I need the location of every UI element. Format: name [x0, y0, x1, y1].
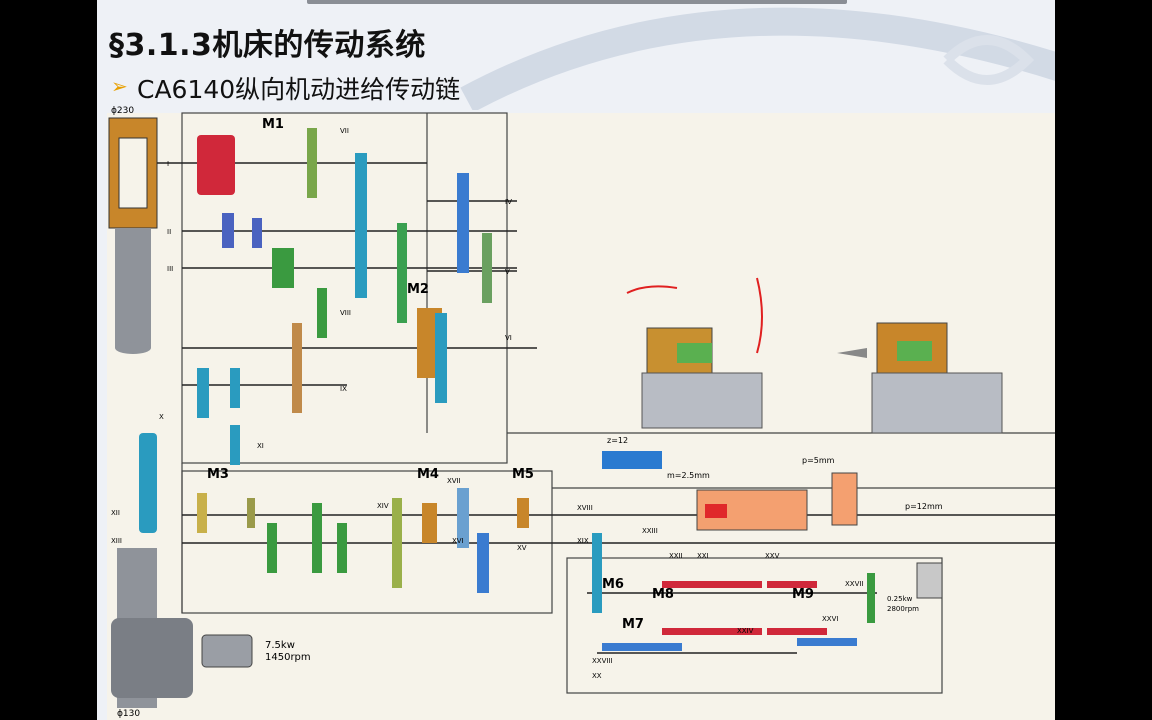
clutch-label: M6 — [602, 577, 624, 592]
clutch-label: M9 — [792, 587, 814, 602]
main-motor — [201, 634, 253, 668]
shaft-label: XXIII — [642, 527, 658, 535]
clutch-label: M4 — [417, 467, 439, 482]
shaft-label: XXVIII — [592, 657, 613, 665]
shaft-label: XXI — [697, 552, 709, 560]
shaft-label: X — [159, 413, 164, 421]
lower-pulley — [111, 548, 193, 708]
label-phi130: ϕ130 — [117, 709, 140, 719]
shaft-label: XXVII — [845, 580, 864, 588]
slide-top-bar — [307, 0, 847, 4]
label-pitch5: p=5mm — [802, 456, 835, 465]
carriage-sketch — [641, 322, 1003, 434]
label-phi230: ϕ230 — [111, 106, 134, 116]
label-motor-power: 7.5kw — [265, 640, 295, 651]
shaft-label: XXV — [765, 552, 780, 560]
page-title: §3.1.3机床的传动系统 — [109, 28, 426, 63]
watermark-logo — [460, 7, 1055, 110]
shaft-label: XXIV — [737, 627, 754, 635]
shaft-label: VI — [505, 334, 512, 342]
shaft-label: XIX — [577, 537, 589, 545]
clutch-label: M7 — [622, 617, 644, 632]
shaft-label: XIII — [111, 537, 122, 545]
leadscrew-nut — [831, 472, 858, 526]
label-rack: z=12 — [607, 436, 628, 445]
shaft-label: IX — [340, 385, 347, 393]
red-cross-mark — [705, 504, 727, 518]
shaft-label: XVI — [452, 537, 464, 545]
shaft-label: XVII — [447, 477, 461, 485]
label-pitch12: p=12mm — [905, 502, 943, 511]
shaft-label: VIII — [340, 309, 351, 317]
main-pulley — [108, 117, 158, 354]
gears — [139, 128, 875, 651]
shaft-label: VII — [340, 127, 349, 135]
shaft-label: XXII — [669, 552, 683, 560]
label-fast-speed: 2800rpm — [887, 605, 919, 613]
shaft-label: XXVI — [822, 615, 838, 623]
shaft-label: XVIII — [577, 504, 593, 512]
shaft-label: II — [167, 228, 171, 236]
clutch-label: M2 — [407, 282, 429, 297]
shaft-label: XV — [517, 544, 527, 552]
page-subtitle: CA6140纵向机动进给传动链 — [137, 75, 461, 104]
shaft-label: I — [167, 160, 169, 168]
shaft-label: V — [505, 268, 510, 276]
shaft-label: XI — [257, 442, 264, 450]
motion-arrows — [626, 277, 763, 354]
shaft-label: XIV — [377, 502, 389, 510]
label-motor-speed: 1450rpm — [265, 652, 311, 663]
clutch-label: M1 — [262, 117, 284, 132]
slide: §3.1.3机床的传动系统 ➢ CA6140纵向机动进给传动链 ϕ230 ϕ13… — [97, 0, 1055, 720]
clutch-label: M8 — [652, 587, 674, 602]
shaft-label: IV — [505, 198, 512, 206]
fast-motor — [916, 562, 943, 599]
clutch-label: M5 — [512, 467, 534, 482]
arrow-bullet-icon: ➢ — [111, 74, 128, 98]
transmission-diagram: ϕ230 ϕ130 7.5kw 1450rpm — [107, 106, 1055, 720]
shaft-label: III — [167, 265, 173, 273]
label-fast-power: 0.25kw — [887, 595, 913, 603]
label-module: m=2.5mm — [667, 471, 710, 480]
shaft-label: XX — [592, 672, 602, 680]
clutch-label: M3 — [207, 467, 229, 482]
shaft-label: XII — [111, 509, 120, 517]
